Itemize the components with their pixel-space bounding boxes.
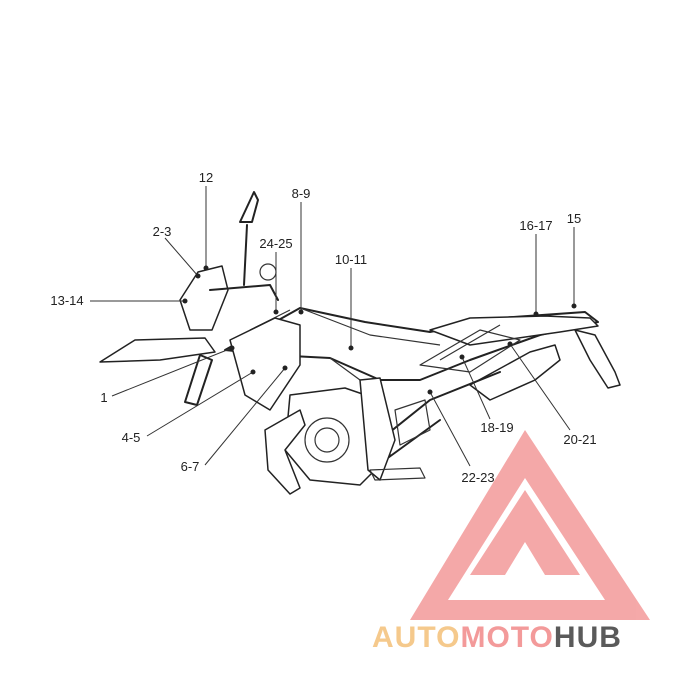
callout-12: 12 [199, 170, 213, 185]
leader-lines [90, 186, 577, 467]
leader-dot-22-23 [427, 389, 433, 395]
leader-dot-2-3 [195, 273, 201, 279]
exhaust [469, 344, 561, 401]
leader-dot-10-11 [348, 345, 354, 351]
engine-cover-inner [314, 427, 340, 453]
watermark-moto: MOTO [460, 621, 553, 654]
watermark-auto: AUTO [372, 621, 460, 654]
leader-dot-18-19 [459, 354, 465, 360]
callout-20-21: 20-21 [563, 432, 596, 447]
front-fork [184, 354, 213, 406]
leader-dot-20-21 [507, 341, 513, 347]
callout-1: 1 [100, 390, 107, 405]
leader-dot-16-17 [533, 311, 539, 317]
watermark-logo [410, 430, 650, 620]
callout-2-3: 2-3 [153, 224, 172, 239]
kickstand [369, 467, 426, 481]
callout-15: 15 [567, 211, 581, 226]
leader-dot-1 [229, 345, 235, 351]
rear-fender [574, 329, 621, 389]
engine-cover [304, 417, 350, 463]
handlebar [209, 284, 279, 301]
footpeg-bracket [394, 399, 431, 446]
callout-24-25: 24-25 [259, 236, 292, 251]
callout-18-19: 18-19 [480, 420, 513, 435]
callout-6-7: 6-7 [181, 459, 200, 474]
headlight-cowl [179, 265, 229, 331]
mirror [239, 191, 259, 286]
callout-8-9: 8-9 [292, 186, 311, 201]
motorcycle-frame [99, 191, 621, 495]
watermark-triangle [410, 430, 650, 620]
front-fender [99, 337, 216, 363]
leader-6-7 [204, 367, 286, 466]
leader-dot-24-25 [273, 309, 279, 315]
leader-dot-4-5 [250, 369, 256, 375]
leader-dot-13-14 [182, 298, 188, 304]
seat [429, 315, 599, 346]
leader-20-21 [509, 343, 571, 431]
callout-10-11: 10-11 [335, 252, 367, 267]
leader-18-19 [461, 356, 491, 420]
leader-4-5 [146, 371, 254, 437]
leader-dot-15 [571, 303, 577, 309]
watermark-text: AUTOMOTOHUB [372, 621, 622, 654]
callout-22-23: 22-23 [461, 470, 494, 485]
svg-text:AUTOMOTOHUB: AUTOMOTOHUB [372, 621, 622, 654]
leader-1 [111, 347, 233, 397]
callout-labels: 12 2-3 13-14 24-25 8-9 10-11 16-17 15 1 … [50, 170, 596, 485]
rear-subframe [419, 324, 521, 373]
watermark-hub: HUB [554, 621, 622, 654]
leader-22-23 [429, 391, 471, 467]
leader-2-3 [164, 237, 199, 277]
handlebar-knob [259, 263, 277, 281]
leader-dot-8-9 [298, 309, 304, 315]
callout-16-17: 16-17 [519, 218, 552, 233]
callout-13-14: 13-14 [50, 293, 83, 308]
side-panel [359, 377, 396, 481]
leader-dot-6-7 [282, 365, 288, 371]
watermark-inner-triangle [470, 490, 580, 575]
callout-4-5: 4-5 [122, 430, 141, 445]
swingarm [379, 371, 501, 461]
tank-shroud [229, 317, 301, 411]
leader-dot-12 [203, 265, 209, 271]
engine-guard [264, 409, 306, 495]
